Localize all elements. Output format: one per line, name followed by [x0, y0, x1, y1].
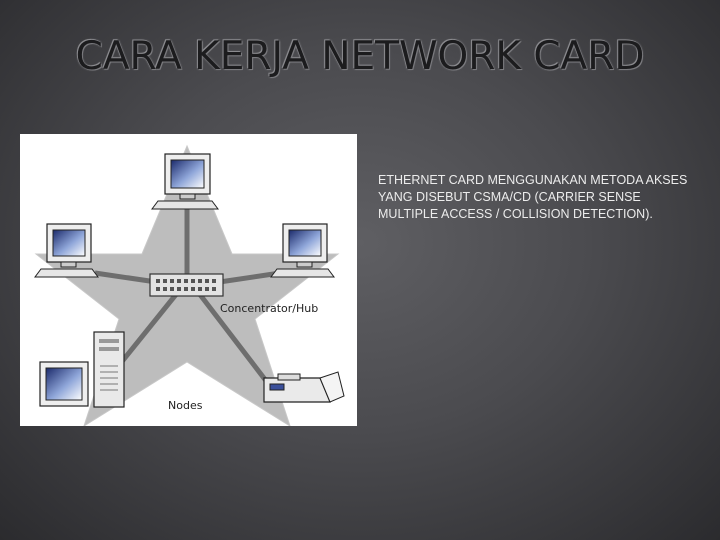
desktop-tower-icon — [39, 331, 125, 408]
star-topology-svg: Concentrator/Hub Nodes — [34, 144, 345, 426]
slide-title: CARA KERJA NETWORK CARD — [75, 34, 645, 79]
hub-icon — [149, 273, 224, 297]
computer-icon — [151, 153, 219, 210]
network-star-diagram: Concentrator/Hub Nodes — [20, 134, 357, 426]
hub-label: Concentrator/Hub — [220, 302, 318, 315]
computer-icon — [270, 223, 335, 278]
computer-icon — [34, 223, 99, 278]
nodes-label: Nodes — [168, 399, 203, 412]
printer-icon — [263, 371, 345, 403]
body-text: ETHERNET CARD MENGGUNAKAN METODA AKSES Y… — [378, 173, 688, 221]
